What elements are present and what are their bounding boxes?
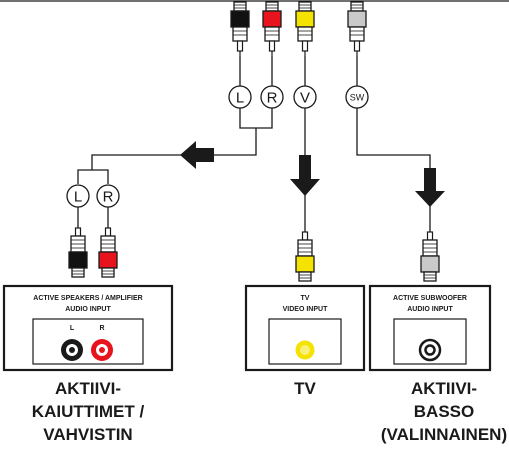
svg-text:AKTIIVI-: AKTIIVI-	[411, 379, 477, 398]
arrow-down-subwoofer	[415, 168, 445, 207]
label-circle-left: L	[228, 85, 252, 109]
plug-left-top	[230, 1, 250, 57]
box-speakers: ACTIVE SPEAKERS / AMPLIFIER AUDIO INPUT …	[2, 284, 174, 372]
svg-text:R: R	[103, 189, 114, 206]
plug-subwoofer-bottom	[420, 231, 440, 282]
cables	[77, 56, 431, 232]
plug-right-top	[262, 1, 282, 57]
svg-text:KAIUTTIMET /: KAIUTTIMET /	[32, 402, 145, 421]
box-tv: TV VIDEO INPUT	[244, 284, 366, 372]
label-circle-subwoofer: SW	[345, 85, 369, 109]
label-circle-video: V	[293, 85, 317, 109]
box-subwoofer-subtitle: AUDIO INPUT	[407, 306, 453, 313]
box-speakers-title: ACTIVE SPEAKERS / AMPLIFIER	[33, 295, 142, 302]
plug-video-top	[295, 1, 315, 57]
jack-right	[91, 339, 113, 361]
label-circle-speaker-left: L	[66, 184, 90, 208]
label-circle-right: R	[260, 85, 284, 109]
arrow-down-video	[290, 155, 320, 196]
svg-text:(VALINNAINEN): (VALINNAINEN)	[381, 425, 507, 444]
plug-speaker-right-bottom	[98, 227, 118, 278]
svg-text:SW: SW	[350, 93, 365, 103]
arrow-left-audio	[180, 141, 214, 169]
svg-text:V: V	[300, 90, 310, 107]
jack-left	[61, 339, 83, 361]
svg-text:BASSO: BASSO	[414, 402, 474, 421]
box-subwoofer-title: ACTIVE SUBWOOFER	[393, 295, 467, 302]
jack-label-right: R	[99, 325, 104, 332]
svg-text:L: L	[236, 90, 244, 107]
caption-subwoofer: AKTIIVI- BASSO (VALINNAINEN)	[381, 379, 507, 444]
box-tv-title: TV	[301, 295, 310, 302]
svg-text:TV: TV	[294, 379, 316, 398]
caption-speakers: AKTIIVI- KAIUTTIMET / VAHVISTIN	[32, 379, 145, 444]
jack-subwoofer	[418, 338, 442, 362]
svg-text:AKTIIVI-: AKTIIVI-	[55, 379, 121, 398]
jack-label-left: L	[70, 325, 75, 332]
label-circle-speaker-right: R	[96, 184, 120, 208]
svg-text:L: L	[74, 189, 82, 206]
box-tv-subtitle: VIDEO INPUT	[283, 306, 328, 313]
svg-text:VAHVISTIN: VAHVISTIN	[43, 425, 132, 444]
plug-speaker-left-bottom	[68, 227, 88, 278]
jack-video	[295, 340, 315, 360]
box-subwoofer: ACTIVE SUBWOOFER AUDIO INPUT	[368, 284, 492, 372]
svg-text:R: R	[267, 90, 278, 107]
plug-subwoofer-top	[347, 1, 367, 57]
box-speakers-subtitle: AUDIO INPUT	[65, 306, 111, 313]
caption-tv: TV	[294, 379, 316, 398]
plug-video-bottom	[295, 231, 315, 282]
